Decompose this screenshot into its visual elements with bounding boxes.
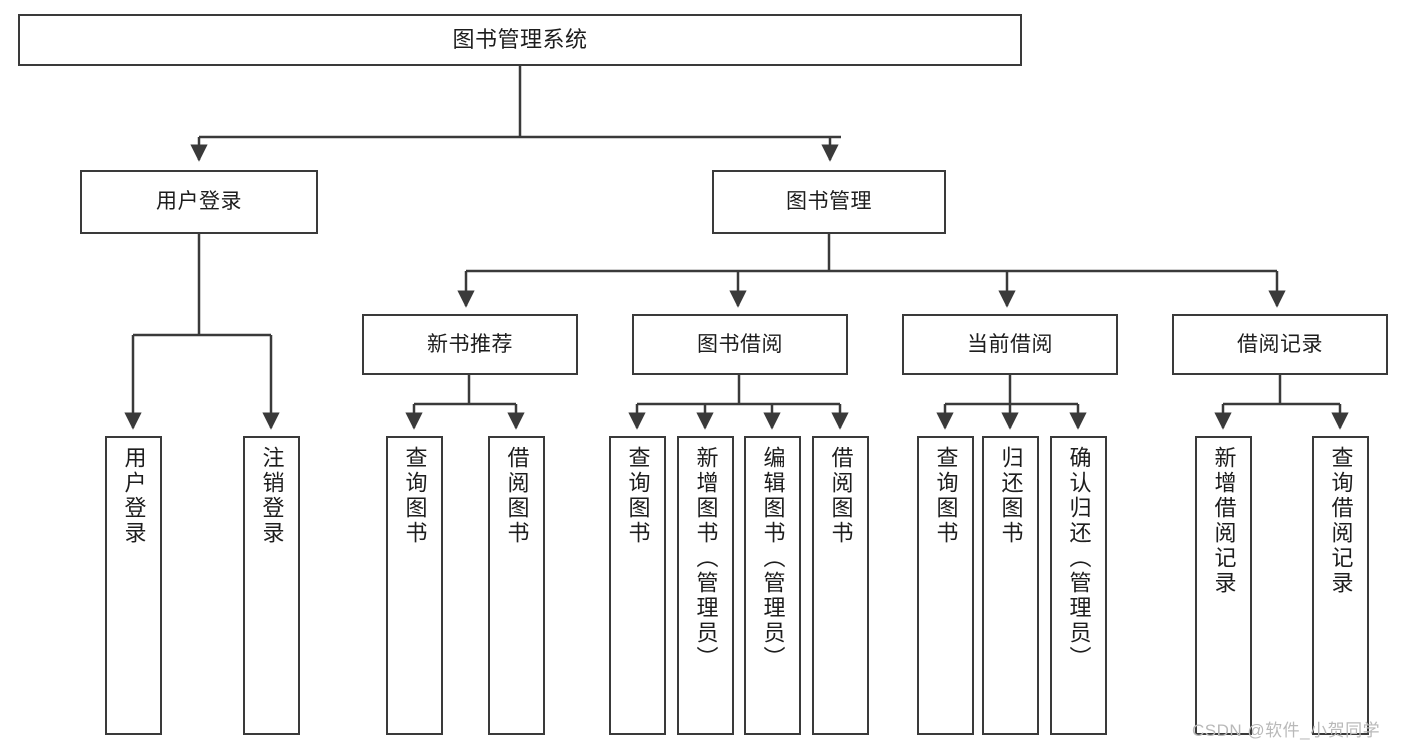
node-label: 用户登录 bbox=[156, 190, 242, 214]
node-label: 借阅图书 bbox=[828, 446, 854, 546]
node-label: 注销登录 bbox=[259, 446, 285, 546]
node-label: 查询借阅记录 bbox=[1328, 446, 1354, 596]
node-book-borrow[interactable]: 图书借阅 bbox=[632, 314, 848, 375]
csdn-watermark: CSDN @软件_小贺同学 bbox=[1192, 721, 1381, 740]
leaf-query-borrow-record[interactable]: 查询借阅记录 bbox=[1312, 436, 1369, 735]
node-label: 图书管理系统 bbox=[452, 26, 588, 52]
leaf-return-book[interactable]: 归还图书 bbox=[982, 436, 1039, 735]
leaf-add-book[interactable]: 新增图书（管理员） bbox=[677, 436, 734, 735]
node-label: 查询图书 bbox=[625, 446, 651, 546]
node-label: 新书推荐 bbox=[427, 332, 513, 356]
leaf-query-book-current[interactable]: 查询图书 bbox=[917, 436, 974, 735]
node-new-book-recommend[interactable]: 新书推荐 bbox=[362, 314, 578, 375]
node-label: 借阅记录 bbox=[1237, 332, 1323, 356]
node-current-borrow[interactable]: 当前借阅 bbox=[902, 314, 1118, 375]
leaf-borrow-book[interactable]: 借阅图书 bbox=[812, 436, 869, 735]
node-borrow-record[interactable]: 借阅记录 bbox=[1172, 314, 1388, 375]
node-label: 确认归还（管理员） bbox=[1066, 446, 1092, 671]
leaf-query-book-recommend[interactable]: 查询图书 bbox=[386, 436, 443, 735]
node-root-system[interactable]: 图书管理系统 bbox=[18, 14, 1022, 66]
node-label: 当前借阅 bbox=[967, 332, 1053, 356]
node-label: 新增图书（管理员） bbox=[693, 446, 719, 671]
leaf-borrow-book-recommend[interactable]: 借阅图书 bbox=[488, 436, 545, 735]
leaf-add-borrow-record[interactable]: 新增借阅记录 bbox=[1195, 436, 1252, 735]
node-label: 查询图书 bbox=[933, 446, 959, 546]
node-label: 借阅图书 bbox=[504, 446, 530, 546]
node-label: 新增借阅记录 bbox=[1211, 446, 1237, 596]
node-label: 图书借阅 bbox=[697, 332, 783, 356]
node-label: 编辑图书（管理员） bbox=[760, 446, 786, 671]
node-label: 归还图书 bbox=[998, 446, 1024, 546]
leaf-query-book-borrow[interactable]: 查询图书 bbox=[609, 436, 666, 735]
leaf-logout-login[interactable]: 注销登录 bbox=[243, 436, 300, 735]
leaf-user-login[interactable]: 用户登录 bbox=[105, 436, 162, 735]
leaf-confirm-return[interactable]: 确认归还（管理员） bbox=[1050, 436, 1107, 735]
node-label: 用户登录 bbox=[121, 446, 147, 546]
node-user-login[interactable]: 用户登录 bbox=[80, 170, 318, 234]
node-label: 图书管理 bbox=[786, 190, 872, 214]
node-book-manage[interactable]: 图书管理 bbox=[712, 170, 946, 234]
leaf-edit-book[interactable]: 编辑图书（管理员） bbox=[744, 436, 801, 735]
node-label: 查询图书 bbox=[402, 446, 428, 546]
